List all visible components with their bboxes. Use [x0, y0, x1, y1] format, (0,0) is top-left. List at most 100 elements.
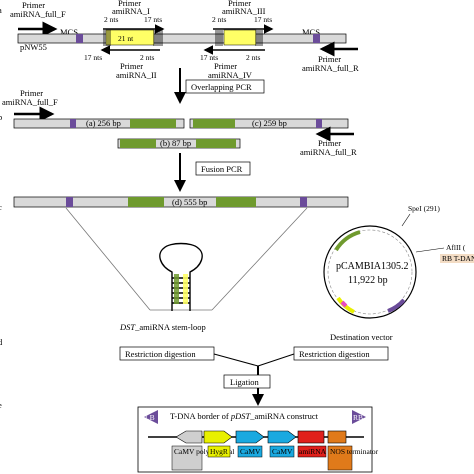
primer-i-line2: amiRNA_I: [112, 6, 150, 16]
plasmid-arc-green: [334, 230, 361, 252]
fragment-d: (d) 555 bp: [13, 196, 349, 208]
funnel-right: [211, 207, 308, 311]
fragment-c-green: [193, 119, 235, 128]
stem-loop-green-left: [174, 274, 179, 304]
mcs-left-site: [76, 34, 83, 43]
primer-iv-nts17: 17 nts: [200, 53, 218, 62]
fragment-c-bar: [189, 118, 349, 129]
element-label-camv-polya-text: CaMV polyA signal: [174, 447, 234, 456]
fragment-d-mcs-right: [300, 197, 307, 207]
primer-iv-nts2: 2 nts: [246, 53, 260, 62]
fragment-d-green-left: [128, 197, 164, 207]
mcs-left-label: MCS: [60, 27, 78, 37]
fragment-a-green: [130, 119, 176, 128]
step-box-overlapping-pcr: [185, 79, 265, 94]
element-label-box-nos: [327, 445, 353, 471]
element-label-box-amirna: [297, 445, 327, 458]
rb-marker: [352, 410, 366, 424]
fragment-a-bar: [13, 118, 185, 129]
fragment-b-green-right: [196, 139, 236, 148]
pnw55-vector-bar: [17, 33, 347, 44]
element-label-box-camv-2: [269, 445, 295, 458]
step-box-restriction-right: [293, 346, 389, 361]
fragment-c: (c) 259 bp: [189, 118, 349, 129]
primer-iii-line2: amiRNA_III: [222, 6, 266, 16]
rb-label: RB: [353, 413, 363, 422]
plasmid-name: pCAMBIA1305.2: [336, 261, 409, 272]
primer-ii-line2: amiRNA_II: [116, 70, 157, 80]
stem-loop-label: DST_amiRNA stem-loop: [119, 322, 206, 332]
fragment-b-green-left: [120, 139, 156, 148]
fragment-b-label: (b) 87 bp: [160, 138, 191, 148]
plasmid-aflii: AflII (: [446, 243, 466, 252]
tdna-title-italic: pDST: [230, 411, 252, 421]
primer-amirna-iv: 17 nts 2 nts Primer amiRNA_IV: [200, 45, 265, 80]
step-ligation: Ligation: [230, 377, 260, 387]
primer-full-f-top-line2: amiRNA_full_F: [10, 9, 66, 19]
element-label-box-hyg: [207, 445, 231, 458]
primer-iv-line2: amiRNA_IV: [208, 70, 253, 80]
step-fusion-pcr: Fusion PCR: [201, 164, 243, 174]
merge-right: [257, 353, 295, 367]
fragment-a-label: (a) 256 bp: [86, 118, 121, 128]
nt21-label: 21 nt: [118, 34, 134, 43]
margin-mark-d: d: [0, 337, 3, 347]
primer-ii-line1: Primer: [120, 61, 143, 71]
mcs-right-site: [313, 34, 320, 43]
primer-iii-nts17: 17 nts: [254, 15, 272, 24]
plasmid-arc-purple: [387, 298, 406, 313]
fragment-b: (b) 87 bp: [117, 138, 241, 149]
tdna-title-post: _amiRNA construct: [249, 411, 318, 421]
stem-loop-yellow-right: [183, 274, 188, 304]
primer-iii-nts2: 2 nts: [212, 15, 226, 24]
element-label-nos: NOS terminator: [330, 447, 379, 456]
element-camv-2: [267, 430, 297, 444]
plasmid-size: 11,922 bp: [348, 275, 388, 286]
element-label-hyg: HygR: [210, 447, 228, 456]
lb-label: LB: [145, 413, 155, 422]
stem-loop-label-rest: _amiRNA stem-loop: [134, 322, 206, 332]
plasmid-aflii-tick: [415, 247, 445, 253]
element-label-nos-text: NOS terminator: [330, 447, 379, 456]
primer-full-r-mid: Primer amiRNA_full_R: [300, 126, 357, 157]
primer-ii-nts17: 17 nts: [84, 53, 102, 62]
element-label-camv-2: CaMV: [272, 447, 293, 456]
primer-full-f-mid-line1: Primer: [20, 88, 43, 98]
step-restriction-right: Restriction digestion: [299, 349, 370, 359]
margin-mark-a: a: [0, 5, 2, 15]
element-label-camv-polya: CaMV polyA signal: [174, 447, 234, 456]
plasmid-map: pCAMBIA1305.2 11,922 bp SpeI (291) AflII…: [323, 204, 474, 342]
plasmid-rb-box: [440, 254, 474, 263]
primer-full-r-top-line1: Primer: [318, 54, 341, 64]
vector-label-pnw55: pNW55: [20, 42, 47, 52]
primer-i-line1: Primer: [118, 0, 141, 8]
element-nos: [327, 430, 347, 444]
merge-left: [213, 353, 259, 367]
plasmid-spei: SpeI (291): [408, 204, 440, 213]
element-label-amirna: amiRNA: [299, 447, 327, 456]
step-box-fusion-pcr: [195, 161, 251, 176]
plasmid-circle-outer: [323, 225, 417, 319]
element-label-box-camv-polya: [171, 445, 203, 471]
plasmid-rb: RB T-DAN: [442, 254, 474, 263]
element-camv-polya: [175, 430, 203, 444]
primer-full-r-mid-line2: amiRNA_full_R: [300, 147, 357, 157]
primer-i-nts17: 17 nts: [144, 15, 162, 24]
fragment-c-mcs: [316, 119, 322, 128]
primer-full-r-top: Primer amiRNA_full_R: [302, 41, 359, 73]
fragment-c-label: (c) 259 bp: [252, 118, 287, 128]
stem-loop-structure: [159, 242, 203, 311]
primer-full-r-mid-line1: Primer: [318, 138, 341, 148]
margin-mark-b: b: [0, 112, 2, 122]
step-restriction-left: Restriction digestion: [125, 349, 196, 359]
element-camv-1: [235, 430, 265, 444]
fragment-d-label: (d) 555 bp: [172, 197, 207, 207]
primer-iv-line1: Primer: [214, 61, 237, 71]
plasmid-circle-inner: [327, 229, 413, 315]
element-label-box-camv-1: [237, 445, 263, 458]
mcs-right-label: MCS: [302, 27, 320, 37]
funnel-left: [65, 207, 151, 311]
hatch-right: [215, 30, 263, 46]
fragment-a-mcs: [70, 119, 76, 128]
